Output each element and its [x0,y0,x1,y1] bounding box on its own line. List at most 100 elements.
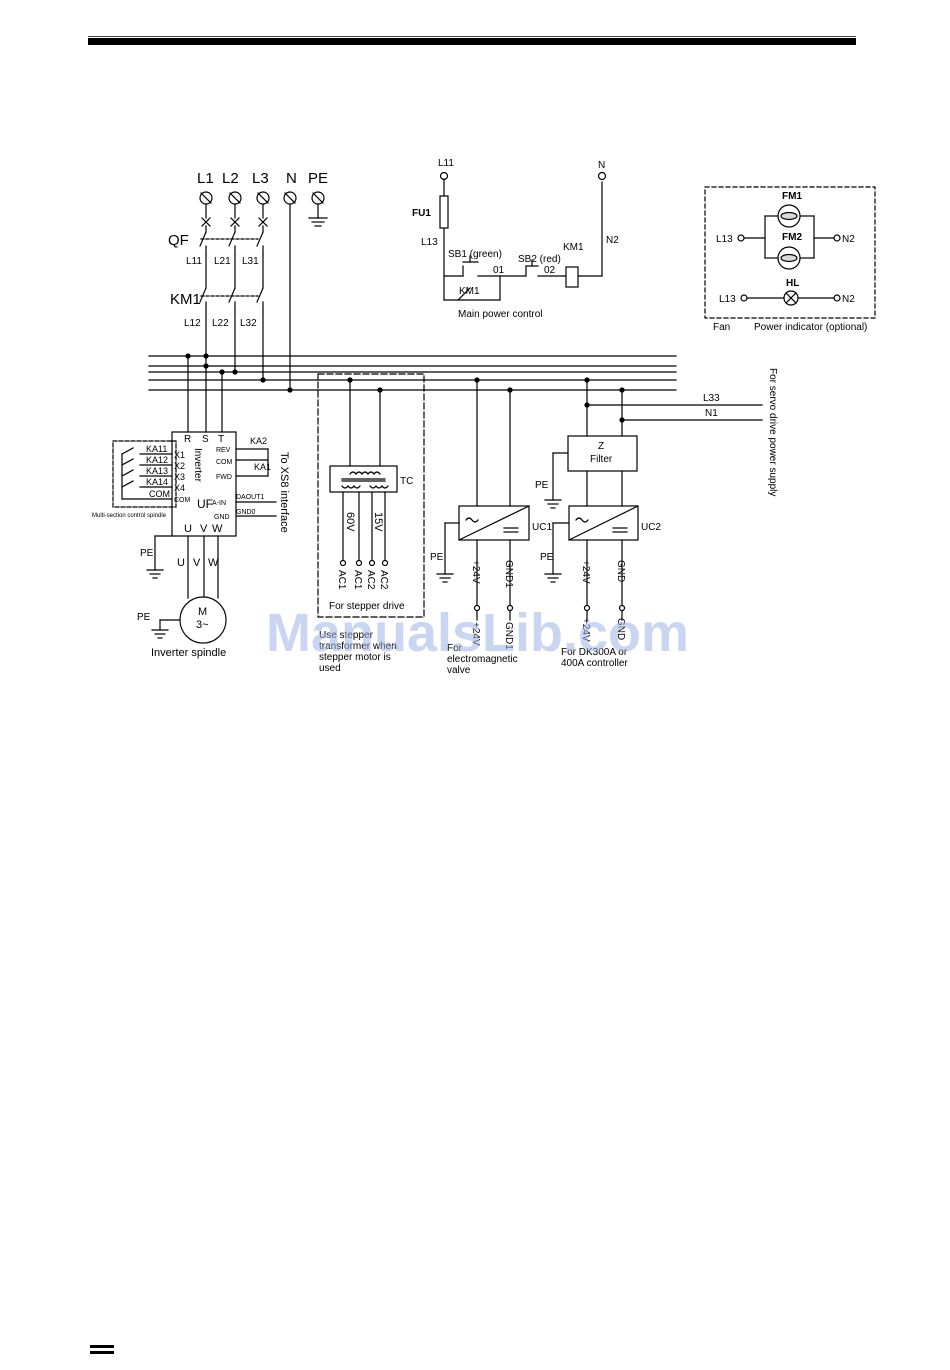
inverter-rev: REV [216,447,231,454]
fan-out-label: N2 [842,234,855,245]
contactor-contacts [199,287,264,313]
lamp-out-label: N2 [842,294,855,305]
motor-label-3ph: 3~ [196,619,209,631]
uc1-plus24v-bottom: +24V [470,622,481,646]
contactor-out-l22: L22 [212,318,229,329]
breaker-out-l21: L21 [214,256,231,267]
qf-trip-marks [201,217,268,227]
motor-label-m: M [198,606,207,618]
inverter-title: Inverter [192,448,203,483]
input-label-n: N [286,170,297,187]
secondary-60v: 60V [344,512,356,532]
fan-caption: Fan [713,322,730,333]
stepper-note-3: stepper motor is [319,652,391,663]
fan2-label: FM2 [782,232,802,243]
watermark: ManualsLib.com [266,603,689,663]
fuse-fu1 [439,195,449,229]
uc2-plus24v: +24V [580,560,591,584]
input-label-pe: PE [308,170,328,187]
fuse-label: FU1 [412,208,431,219]
breaker-contacts [199,225,264,256]
uc2-pe-label: PE [540,552,554,563]
filter-label: Filter [590,454,613,465]
main-power-control: L11 FU1 L13 SB1 (green) 01 SB2 (red) 02 … [412,158,619,320]
uc2-label: UC2 [641,522,661,533]
inverter-input-x3: X3 [174,472,185,482]
inverter-pe-label: PE [140,548,154,559]
motor-pe-label: PE [137,612,151,623]
uc1-note-1: For [447,643,463,654]
km1-coil-label: KM1 [563,242,584,253]
uc2-gnd-bottom: GND [615,618,626,640]
filter-ref: Z [598,441,604,452]
relay-ka12: KA12 [146,455,168,465]
uc2-gnd: GND [615,560,626,582]
output-u-label: U [177,557,185,569]
uc1-note-2: electromagnetic [447,654,518,665]
power-input-group: L1 L2 L3 N PE [168,170,328,391]
inverter-terminal-t: T [218,434,224,445]
stepper-note-1: Use stepper [319,630,374,641]
contactor-out-l32: L32 [240,318,257,329]
inverter-input-x4: X4 [174,483,185,493]
uc2-note-2: 400A controller [561,658,628,669]
signal-daout1: DAOUT1 [236,494,265,501]
relay-contacts [121,447,173,500]
output-w-label: W [208,557,219,569]
breaker-out-l31: L31 [242,256,259,267]
filter-pe-label: PE [535,480,549,491]
multi-section-label: Multi-section control spindle [92,513,167,519]
lamp-in-label: L13 [719,294,736,305]
relay-com: COM [149,489,170,499]
inverter-input-x2: X2 [174,461,185,471]
servo-feed-group: L33 N1 For servo drive power supply Z Fi… [535,368,778,669]
phase-wires-middle [205,254,264,289]
transformer-group: TC 60V 15V AC1 AC1 AC2 AC2 For stepper d… [317,373,425,674]
wire-02-label: 02 [544,265,556,276]
main-control-caption: Main power control [458,309,542,320]
relay-ka1-label: KA1 [254,462,271,472]
stepper-box-caption: For stepper drive [329,601,405,612]
output-w: W [212,523,223,535]
sb1-label: SB1 (green) [448,249,502,260]
inverter-a-in: A-IN [212,500,226,507]
bus-junction-dots [185,353,625,423]
relay-ka14: KA14 [146,477,168,487]
multi-section-box [112,440,177,508]
stepper-note-2: transformer when [319,641,397,652]
uc2-plus24v-bottom: +24V [580,618,591,642]
uc1-label: UC1 [532,522,552,533]
terminal-ac2-b: AC2 [378,570,389,590]
fan1-label: FM1 [782,191,802,202]
inverter-fwd: FWD [216,474,232,481]
relay-ka11: KA11 [146,444,167,454]
breaker-label: QF [168,232,189,249]
transformer-label: TC [400,476,413,487]
bus-bars [148,355,677,391]
input-label-l1: L1 [197,170,214,187]
after-fuse-label: L13 [421,237,438,248]
terminal-ac1-a: AC1 [336,570,347,590]
uc1-plus24v: +24V [470,560,481,584]
stepper-note-4: used [319,663,341,674]
signal-gnd0: GND0 [236,509,256,516]
relay-ka13: KA13 [146,466,168,476]
output-v: V [200,523,208,535]
uc1-note-3: valve [447,665,471,676]
transformer-box [329,465,398,493]
servo-line-l33: L33 [703,393,720,404]
fan-panel-border [704,186,876,319]
contactor-out-l12: L12 [184,318,201,329]
indicator-caption: Power indicator (optional) [754,322,867,333]
uc1-group: UC1 PE +24V GND1 +24V GND1 For electroma… [430,379,552,676]
inverter-terminal-s: S [202,434,209,445]
sb2-label: SB2 (red) [518,254,561,265]
breaker-out-l11: L11 [186,256,202,267]
inverter-com: COM [216,459,233,466]
secondary-15v: 15V [372,512,384,532]
lamp-label: HL [786,278,799,289]
uc1-gnd1-bottom: GND1 [503,622,514,650]
terminal-ac2-a: AC2 [365,570,376,590]
input-label-l2: L2 [222,170,239,187]
